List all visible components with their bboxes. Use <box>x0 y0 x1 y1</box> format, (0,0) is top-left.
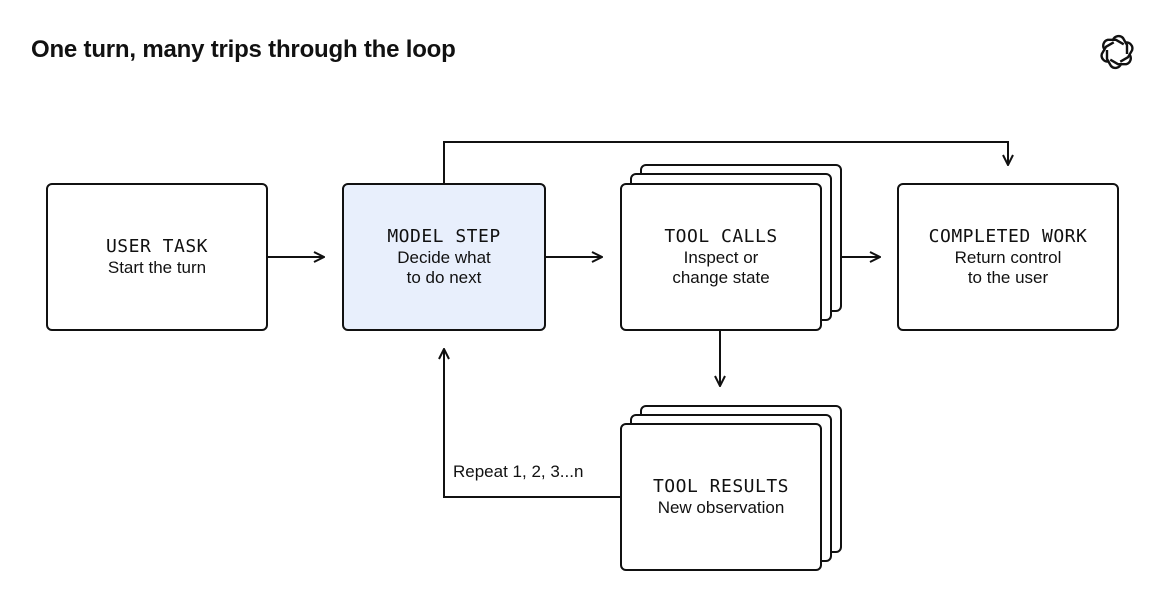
node-user-task: USER TASK Start the turn <box>46 183 268 331</box>
node-subtitle: Inspect or change state <box>672 248 770 287</box>
arrow-model-to-completed <box>443 141 1008 183</box>
node-title: COMPLETED WORK <box>928 226 1088 247</box>
loop-label: Repeat 1, 2, 3...n <box>453 462 584 481</box>
node-title: USER TASK <box>105 236 209 257</box>
node-subtitle: Decide what to do next <box>397 248 491 287</box>
node-title: MODEL STEP <box>387 226 501 247</box>
node-title: TOOL CALLS <box>664 226 778 247</box>
node-title: TOOL RESULTS <box>652 476 790 497</box>
node-subtitle: Return control to the user <box>954 248 1062 287</box>
node-subtitle: Start the turn <box>107 258 207 277</box>
node-tool-calls: TOOL CALLS Inspect or change state <box>620 183 822 331</box>
node-model-step: MODEL STEP Decide what to do next <box>342 183 546 331</box>
arrow-results-to-model <box>444 349 620 498</box>
node-completed-work: COMPLETED WORK Return control to the use… <box>897 183 1119 331</box>
page-title: One turn, many trips through the loop <box>31 36 456 63</box>
openai-logo-icon <box>1100 34 1134 70</box>
node-subtitle: New observation <box>657 498 785 517</box>
node-tool-results: TOOL RESULTS New observation <box>620 423 822 571</box>
